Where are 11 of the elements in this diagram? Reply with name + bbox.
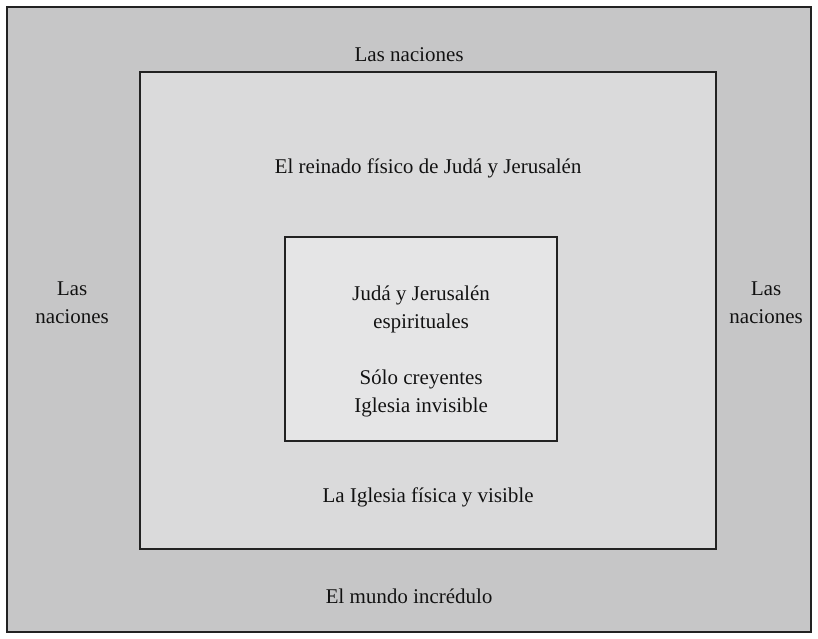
region-label: La Iglesia física y visible [321, 482, 535, 509]
region-label: Sólo creyentes Iglesia invisible [353, 364, 489, 419]
region-label: Las naciones [728, 275, 804, 330]
region-label: El mundo incrédulo [324, 583, 494, 610]
region-label: Las naciones [34, 275, 110, 330]
outer-region-box [6, 6, 812, 633]
inner-region-box [284, 236, 558, 442]
region-label: Judá y Jerusalén espirituales [351, 280, 491, 335]
middle-region-box [139, 71, 717, 550]
region-label: El reinado físico de Judá y Jerusalén [274, 153, 582, 180]
region-label: Las naciones [353, 41, 465, 68]
